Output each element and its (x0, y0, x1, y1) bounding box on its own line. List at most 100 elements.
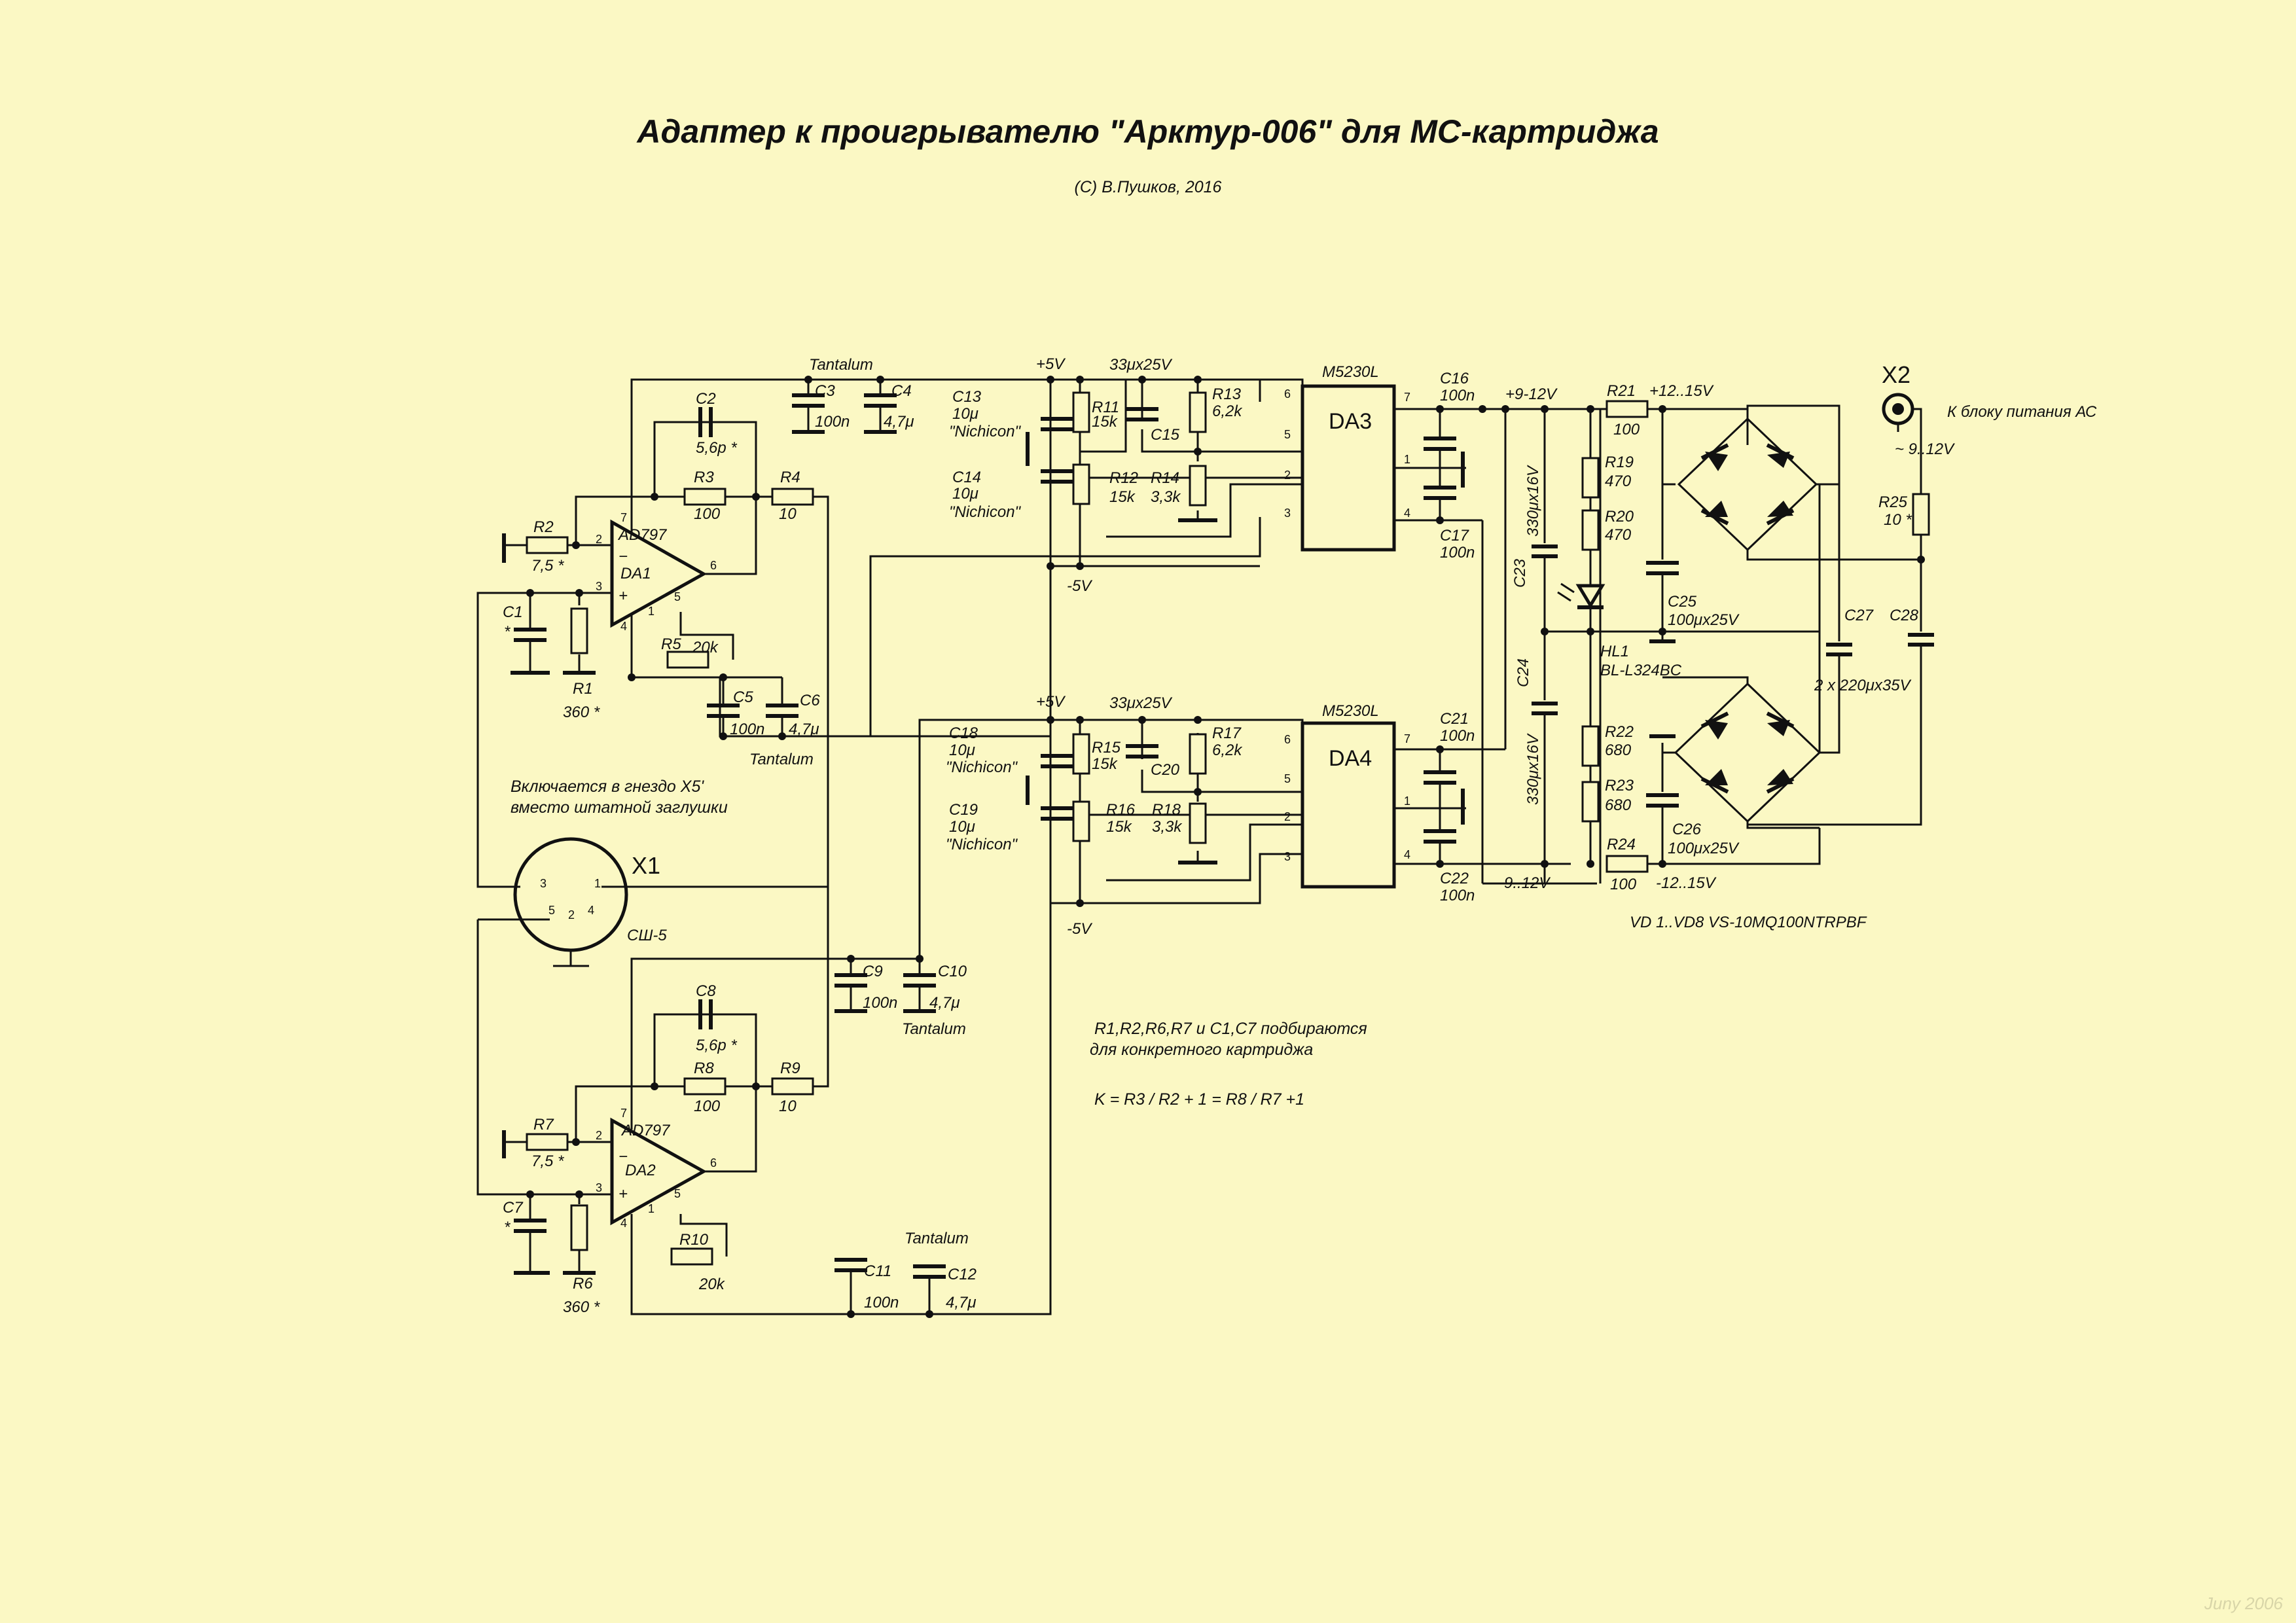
pin-number: 4 (588, 904, 594, 917)
da1-plus: + (619, 587, 628, 605)
lower-diode-bridge (1674, 682, 1821, 823)
x1-type: СШ-5 (627, 927, 667, 944)
schematic-title: Адаптер к проигрывателю "Арктур-006" для… (637, 113, 1659, 150)
r15-value: 15k (1092, 755, 1119, 773)
c26-value: 100μx25V (1668, 840, 1740, 857)
da1-label: DA1 (620, 565, 651, 582)
r11-label: R11 (1092, 399, 1119, 416)
r22-label: R22 (1605, 723, 1634, 741)
c4-label: C4 (891, 382, 912, 400)
c25-label: C25 (1668, 593, 1697, 611)
c19-brand: "Nichicon" (946, 836, 1018, 853)
c9-value: 100n (863, 994, 897, 1012)
pin-number: 5 (1284, 428, 1291, 441)
r7-value: 7,5 * (531, 1152, 564, 1170)
da1-type: AD797 (617, 526, 668, 544)
junction-dots (526, 376, 1925, 1318)
r10-label: R10 (679, 1231, 709, 1249)
pin-number: 3 (596, 580, 602, 593)
pin-number: 5 (548, 904, 555, 917)
r6-value: 360 * (563, 1298, 600, 1316)
da1-minus: − (619, 548, 628, 565)
c12-capacitor (913, 1264, 946, 1314)
r17-resistor (1189, 733, 1207, 775)
c27-label: C27 (1844, 607, 1874, 624)
r14-label: R14 (1151, 469, 1179, 487)
c18-label: C18 (949, 724, 978, 742)
c19-capacitor (1041, 806, 1073, 821)
minus9-12-rail: -9..12V (1499, 874, 1551, 892)
pin-number: 1 (1404, 453, 1410, 466)
c11-label: C11 (864, 1262, 891, 1280)
pin-number: 4 (1404, 507, 1410, 520)
da2-type: AD797 (620, 1122, 671, 1139)
c19-label: C19 (949, 801, 978, 819)
r10-resistor (670, 1247, 713, 1266)
c24-value: 330μx16V (1524, 733, 1542, 805)
r23-value: 680 (1605, 796, 1632, 814)
c10-value: 4,7μ (929, 994, 960, 1012)
c20-value: 33μx25V (1109, 694, 1173, 712)
r15-resistor (1072, 733, 1090, 775)
c21-label: C21 (1440, 710, 1469, 728)
r4-label: R4 (780, 469, 800, 486)
pin-number: 5 (674, 590, 681, 603)
x1-din-connector (476, 837, 628, 1196)
da2-label: DA2 (625, 1162, 656, 1179)
c13-label: C13 (952, 388, 982, 406)
pin-number: 4 (620, 620, 627, 633)
c14-value: 10μ (952, 485, 978, 503)
r23-resistor (1581, 781, 1600, 823)
pin-number: 2 (568, 908, 575, 921)
r24-label: R24 (1607, 836, 1636, 853)
pin-number: 7 (620, 1107, 627, 1120)
c11-value: 100n (864, 1294, 899, 1311)
da3-label: DA3 (1329, 409, 1372, 434)
hl1-label: HL1 (1600, 643, 1629, 660)
c1-capacitor (514, 628, 547, 673)
r19-value: 470 (1605, 473, 1632, 490)
pin-number: 3 (1284, 850, 1291, 863)
top-plus5-rail: +5V (1036, 355, 1066, 373)
c8-label: C8 (696, 982, 716, 1000)
r9-label: R9 (780, 1060, 800, 1077)
c5-capacitor (707, 677, 740, 736)
r25-value: 10 * (1884, 511, 1912, 529)
r6-resistor (570, 1204, 588, 1251)
c10-label: C10 (938, 963, 967, 980)
r8-label: R8 (694, 1060, 714, 1077)
da1-opamp: DA1 AD797 − + (610, 519, 708, 628)
c2-capacitor (698, 407, 713, 437)
pin-number: 3 (596, 1181, 602, 1194)
r24-resistor (1605, 855, 1649, 873)
r16-value: 15k (1106, 818, 1133, 836)
c8-capacitor (698, 999, 713, 1029)
c21-value: 100n (1440, 727, 1475, 745)
da4-type: M5230L (1322, 702, 1379, 720)
x2-note: К блоку питания АС (1947, 403, 2097, 421)
plus9-12-rail: +9-12V (1505, 385, 1558, 403)
da4-regulator: DA4 M5230L (1300, 702, 1396, 889)
c7-capacitor (514, 1219, 547, 1273)
r4-value: 10 (779, 505, 797, 523)
c3-label: C3 (815, 382, 835, 400)
c2-value: 5,6p * (696, 439, 737, 457)
r3-label: R3 (694, 469, 714, 486)
r15-label: R15 (1092, 739, 1121, 757)
r19-label: R19 (1605, 454, 1634, 471)
r5-value: 20k (692, 639, 719, 656)
pin-number: 4 (620, 1217, 627, 1230)
r3-resistor (683, 488, 726, 506)
c18-value: 10μ (949, 741, 975, 759)
c18-capacitor (1041, 754, 1073, 768)
c20-capacitor (1126, 744, 1158, 758)
r21-value: 100 (1613, 421, 1640, 438)
c9-capacitor (834, 959, 867, 1013)
pin-number: 5 (674, 1187, 681, 1200)
x5-note-line1: Включается в гнездо X5' (511, 777, 704, 796)
c2-label: C2 (696, 390, 716, 408)
c6-value: 4,7μ (789, 721, 819, 738)
pin-number: 1 (1404, 794, 1410, 808)
r14-value: 3,3k (1151, 488, 1181, 506)
bot-minus5-rail: -5V (1067, 920, 1092, 938)
